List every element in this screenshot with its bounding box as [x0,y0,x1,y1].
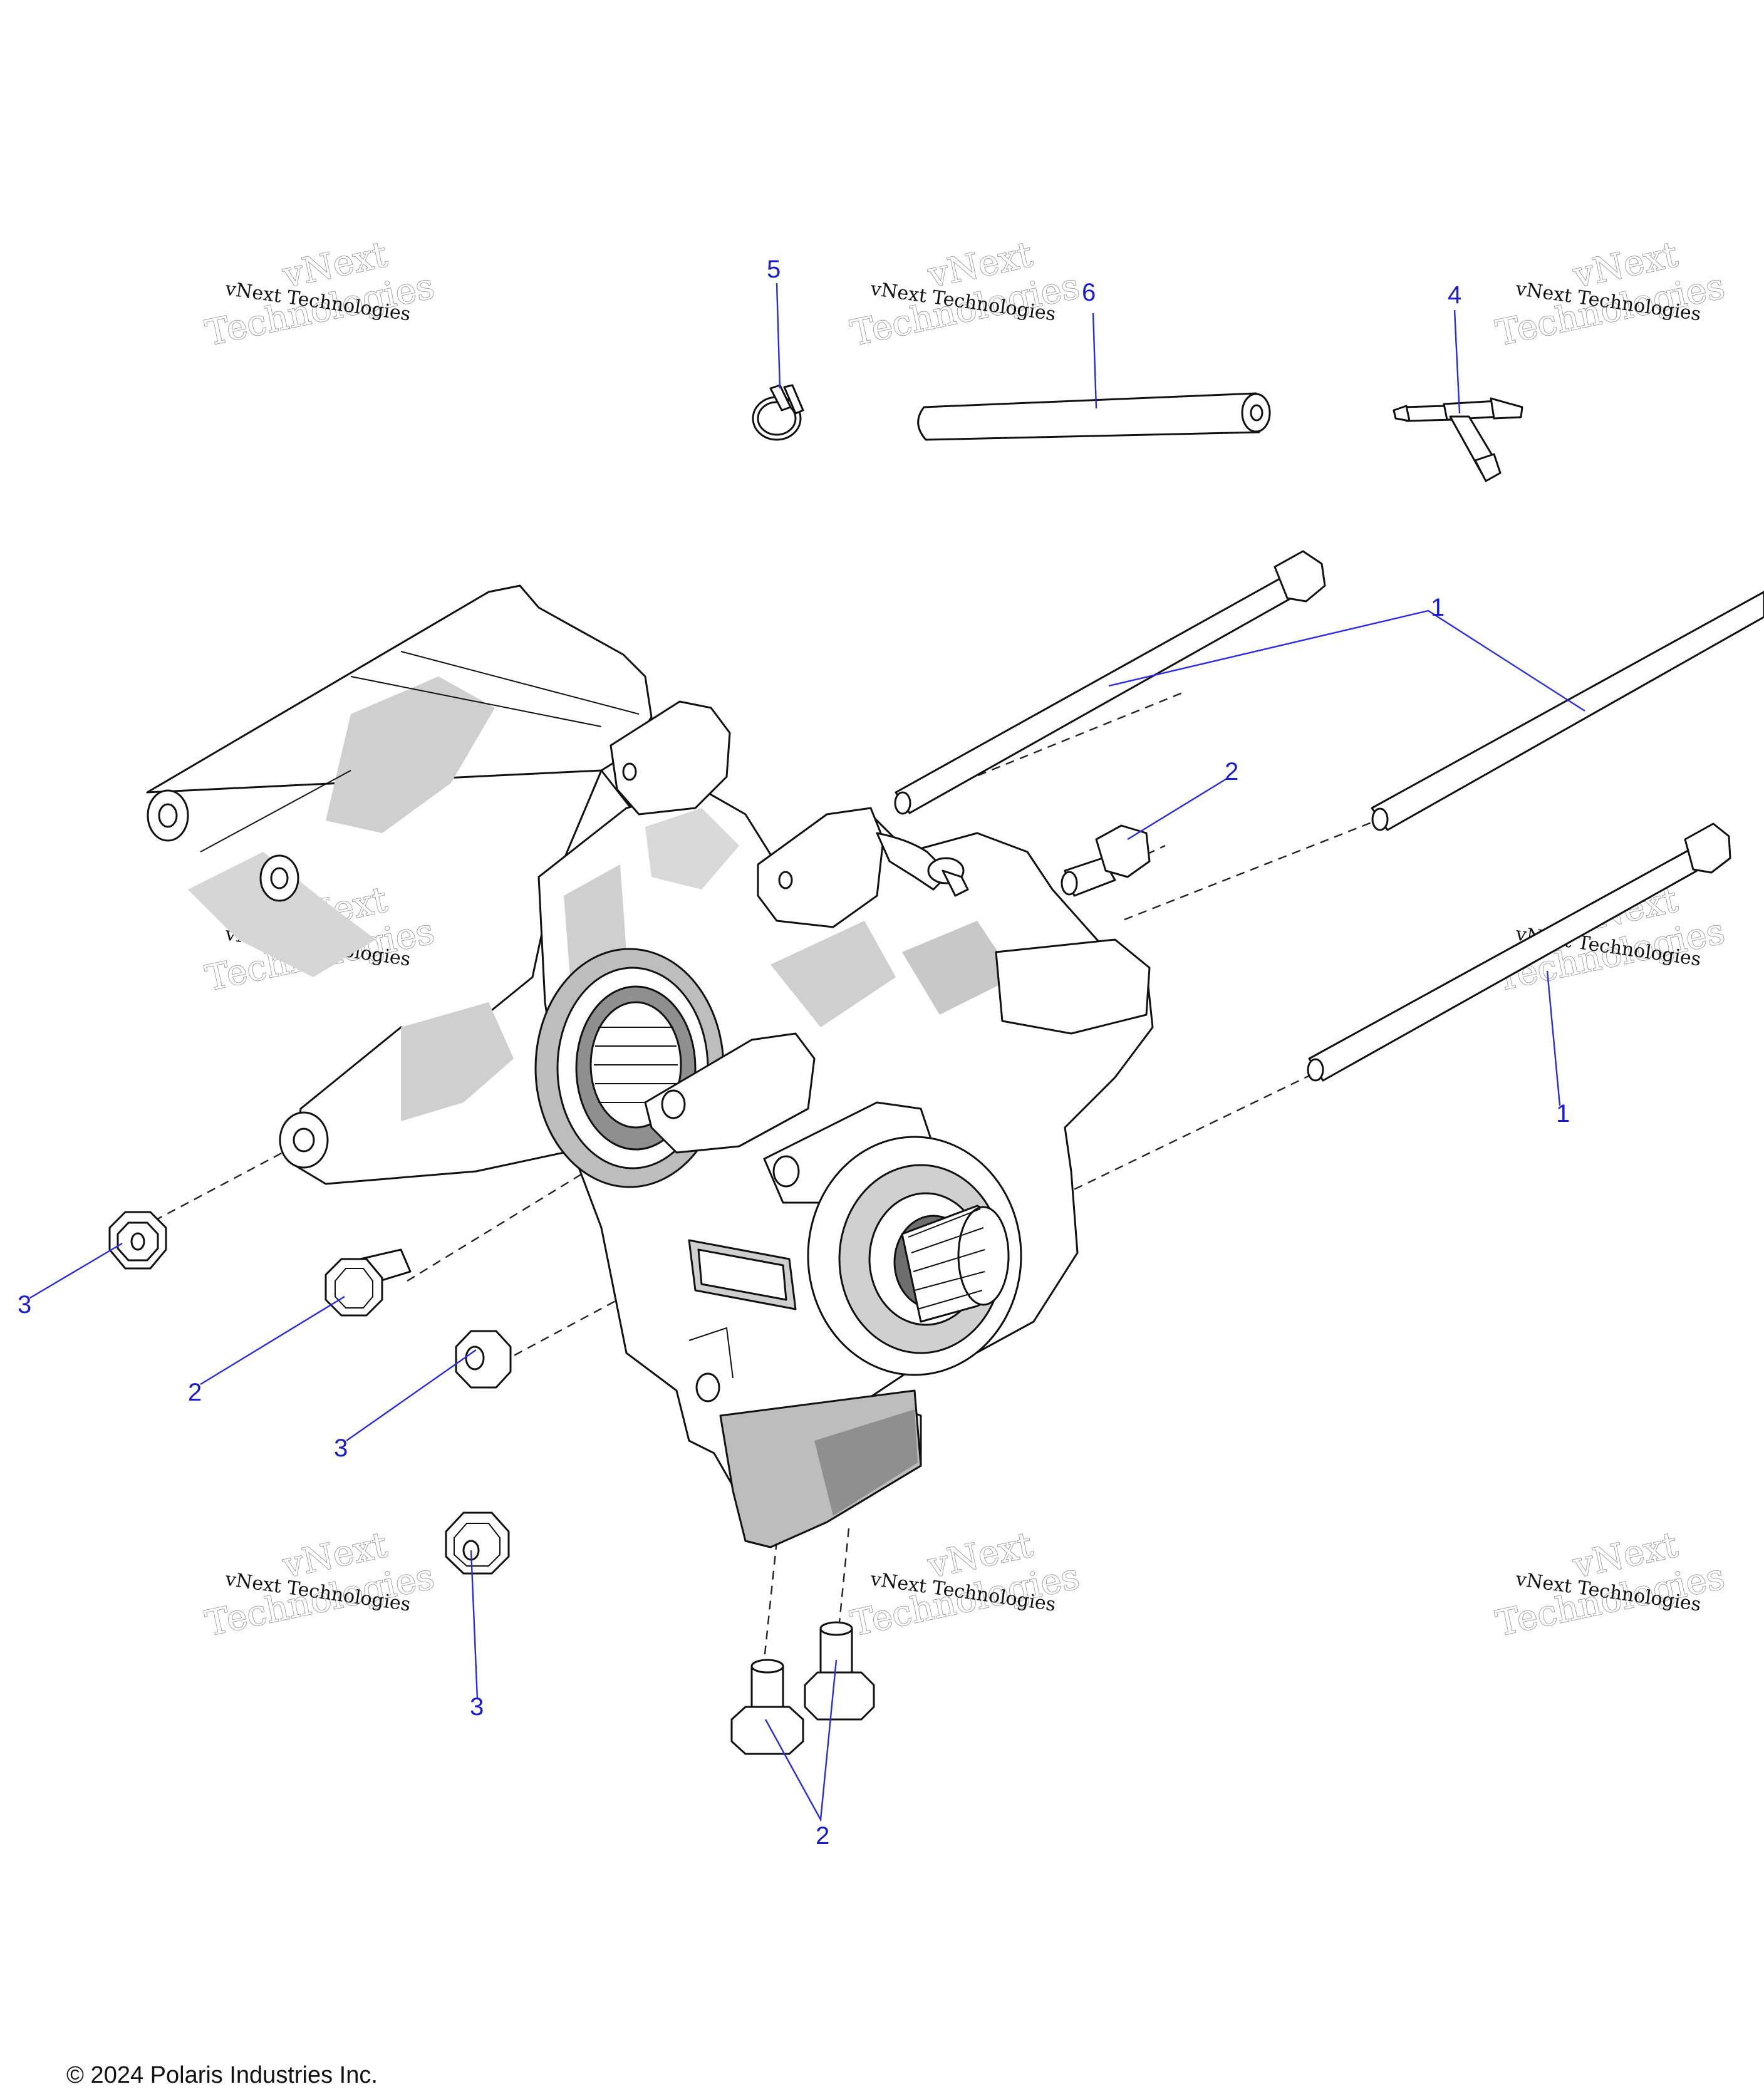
callout-5: 5 [767,256,781,283]
flange-nut-middle [455,1330,512,1389]
flange-nut-left [108,1211,167,1270]
through-bolt-middle [1371,591,1764,831]
callout-3-mid: 3 [334,1434,348,1462]
transmission-housing [146,584,1154,1548]
callout-6: 6 [1082,279,1096,306]
callout-1-top: 1 [1431,594,1445,621]
flange-bolt-left [324,1248,412,1317]
callout-1-right: 1 [1556,1100,1570,1127]
watermark: vNext Technologies vNext Technologies [1492,1524,1729,1645]
leader-lines [29,283,1585,1822]
vent-hose [917,392,1271,441]
flange-bolt-right [1061,824,1151,897]
copyright-notice: © 2024 Polaris Industries Inc. [66,2062,378,2088]
callout-labels: 5 6 4 1 2 1 3 2 3 3 2 [18,256,1570,1850]
through-bolt-top [894,550,1326,815]
hose-clamp [752,384,804,441]
tee-fitting [1393,397,1523,482]
watermark: vNext Technologies vNext Technologies [847,1524,1084,1645]
watermark: vNext Technologies vNext Technologies [202,234,438,355]
watermark: vNext Technologies vNext Technologies [202,1524,438,1645]
flange-bolt-bottom-left [730,1659,804,1755]
flange-nut-bottom [445,1511,510,1575]
callout-4: 4 [1448,281,1461,309]
callout-2-right: 2 [1225,758,1238,785]
flange-bolt-bottom-right [804,1621,875,1721]
callout-3-bottom: 3 [470,1693,484,1721]
watermark: vNext Technologies vNext Technologies [847,234,1084,355]
callout-3-left: 3 [18,1291,31,1319]
watermark: vNext Technologies vNext Technologies [1492,234,1729,355]
callout-2-bottom: 2 [816,1822,829,1850]
callout-2-left: 2 [188,1379,202,1406]
through-bolt-bottom [1307,822,1731,1082]
